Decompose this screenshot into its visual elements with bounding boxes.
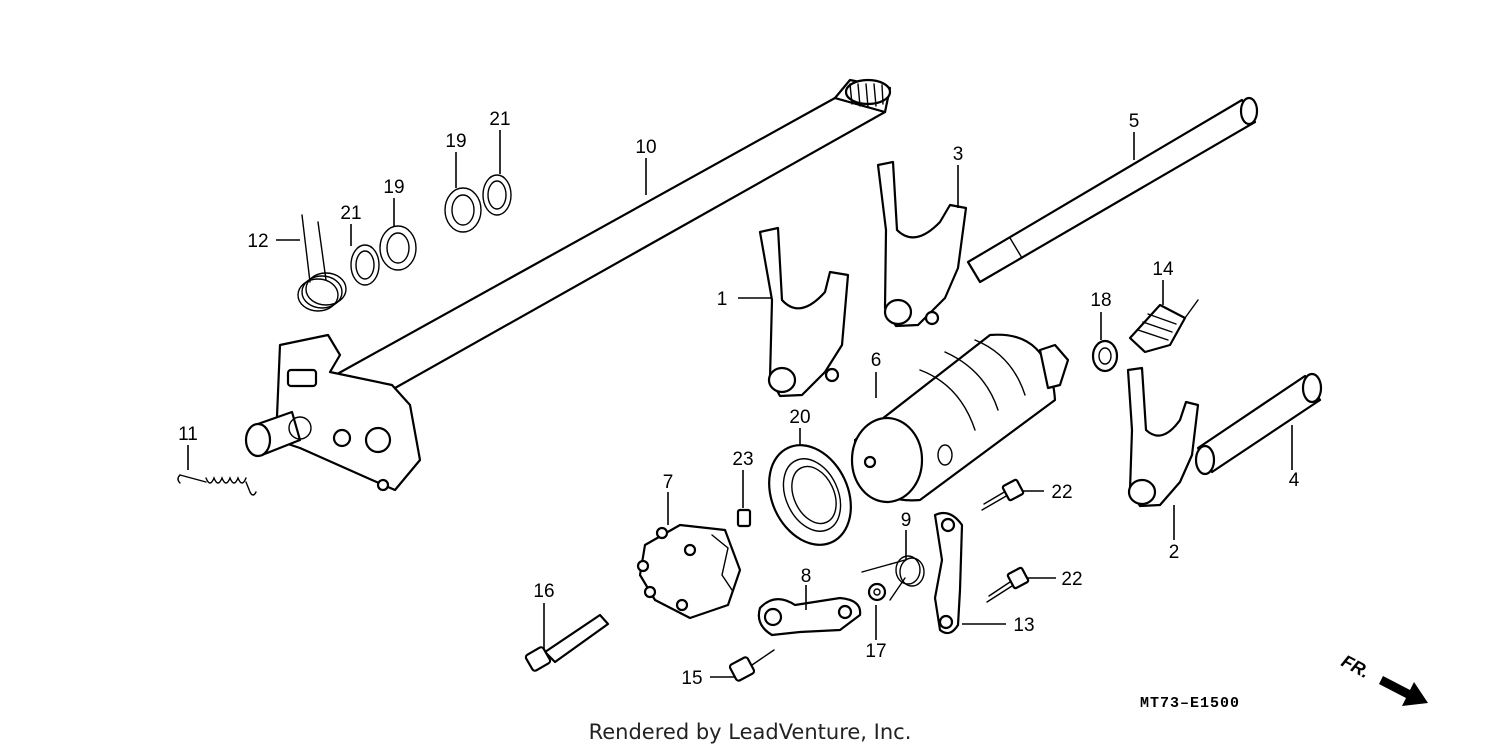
callout-4: 4 [1289,470,1300,491]
circlip-lower [350,244,380,286]
shift-fork-1 [758,226,850,398]
callout-20: 20 [789,407,810,428]
bolt-lower [986,566,1030,603]
callout-6: 6 [871,350,882,371]
callout-labels: 1 2 3 4 5 6 7 8 9 10 11 12 13 14 15 16 1… [178,109,1300,689]
direction-label: FR. [1338,651,1373,682]
callout-15: 15 [681,668,702,689]
callout-13: 13 [1013,615,1034,636]
washer-lower [379,225,417,271]
callout-2: 2 [1169,542,1180,563]
shift-fork-3 [876,160,968,328]
long-bolt [524,613,610,672]
callout-1: 1 [717,289,728,310]
o-ring [1091,339,1119,373]
leader-lines [187,130,1293,678]
shift-fork-shaft-lower [1194,372,1323,476]
callout-23: 23 [732,449,753,470]
dowel-pin [736,508,752,528]
callout-21-lower: 21 [340,203,361,224]
circlip-upper [482,174,512,216]
collar [867,582,887,602]
callout-16: 16 [533,581,554,602]
callout-9: 9 [901,510,912,531]
render-credit: Rendered by LeadVenture, Inc. [589,720,912,744]
short-bolt [728,649,775,682]
callout-5: 5 [1129,111,1140,132]
callout-19-upper: 19 [445,131,466,152]
callout-3: 3 [953,144,964,165]
bearing [768,444,852,546]
front-arrow-icon [1379,676,1428,706]
callout-22-upper: 22 [1051,482,1072,503]
return-spring [177,474,257,496]
washer-upper [444,187,482,233]
bolt-upper [981,478,1025,511]
callout-12: 12 [247,231,268,252]
callout-22-lower: 22 [1061,569,1082,590]
neutral-switch [1128,299,1199,354]
callout-11: 11 [178,424,198,445]
shift-fork-2 [1126,366,1200,508]
diagram-code: MT73–E1500 [1140,695,1240,712]
stopper-arm [757,596,862,637]
callout-14: 14 [1152,259,1174,280]
callout-19-lower: 19 [383,177,404,198]
shift-drum [850,333,1070,504]
gearshift-spindle [244,78,892,492]
front-direction-indicator: FR. [1338,651,1428,706]
callout-10: 10 [635,137,656,158]
callout-7: 7 [663,472,674,493]
callout-8: 8 [801,566,812,587]
drum-center [636,523,742,620]
callout-17: 17 [865,641,886,662]
callout-18: 18 [1090,290,1111,311]
stopper-arm-spring [861,555,925,601]
spindle-return-spring [297,214,347,312]
shift-drum-plate [933,511,964,635]
callout-21-upper: 21 [489,109,510,130]
shift-fork-shaft-upper [966,96,1259,284]
